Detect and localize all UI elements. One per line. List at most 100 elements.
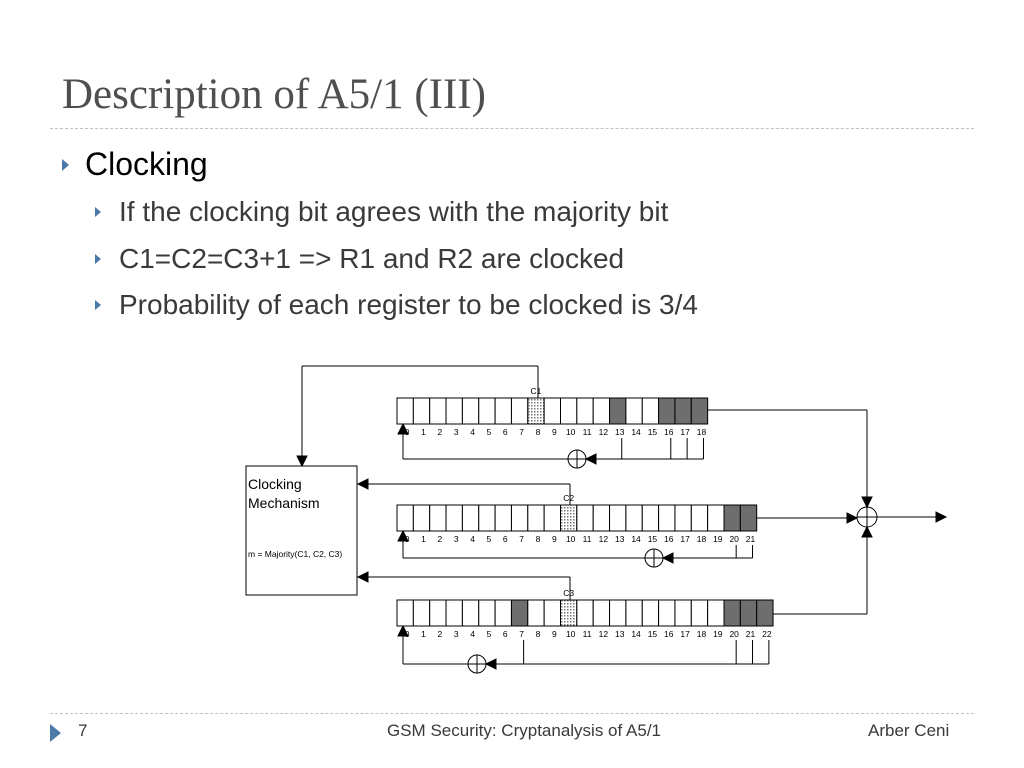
r1-feedback-arrow [397, 422, 409, 435]
mechanism-formula: m = Majority(C1, C2, C3) [248, 549, 342, 559]
r3-bit-index: 14 [631, 629, 641, 639]
r1-bit-index: 1 [421, 427, 426, 437]
r2-bit-index: 21 [746, 534, 756, 544]
r1-cell [527, 397, 545, 425]
sub-bullet-1-text: If the clocking bit agrees with the majo… [119, 196, 669, 227]
sub-bullet-2-text: C1=C2=C3+1 => R1 and R2 are clocked [119, 243, 625, 274]
sub-bullet-3-text: Probability of each register to be clock… [119, 289, 698, 320]
r2-bit-index: 6 [503, 534, 508, 544]
r1-cell [543, 397, 562, 425]
r1-cell [412, 397, 431, 425]
r3-cell [560, 599, 578, 627]
r1-bit-index: 6 [503, 427, 508, 437]
r1-bit-index: 10 [566, 427, 576, 437]
r3-bit-index: 5 [487, 629, 492, 639]
r3-cell [625, 599, 643, 627]
r3-feedback-arrow [397, 624, 409, 637]
r3-cell [478, 599, 496, 627]
r1-cell [576, 397, 594, 425]
r1-bit-index: 16 [664, 427, 674, 437]
r2-cell [494, 504, 512, 532]
r1-bit-index: 14 [631, 427, 641, 437]
r2-cell [690, 504, 709, 532]
r2-cell [445, 504, 463, 532]
r2-cell [429, 504, 447, 532]
mechanism-title-line1: Clocking [248, 476, 302, 492]
r1-cell [658, 397, 676, 425]
r2-cell [592, 504, 611, 532]
bullet-clocking: Clocking [62, 146, 208, 183]
r2-cell [674, 504, 692, 532]
r2-bit-index: 5 [487, 534, 492, 544]
r2-bit-index: 2 [438, 534, 443, 544]
r2-bit-index: 15 [648, 534, 658, 544]
sub-bullet-arrow-icon [95, 300, 101, 310]
r2-bit-index: 18 [697, 534, 707, 544]
r3-bit-index: 17 [680, 629, 690, 639]
r3-output-arrow [861, 525, 873, 538]
sub-bullet-arrow-icon [95, 254, 101, 264]
r3-bit-index: 2 [438, 629, 443, 639]
r2-cell [543, 504, 562, 532]
title-divider [50, 128, 974, 129]
footer-author: Arber Ceni [868, 721, 950, 740]
r2-bit-index: 13 [615, 534, 625, 544]
r2-bit-index: 14 [631, 534, 641, 544]
r2-bit-index: 20 [729, 534, 739, 544]
r3-bit-index: 18 [697, 629, 707, 639]
r3-cell [674, 599, 692, 627]
r3-bit-index: 21 [746, 629, 756, 639]
r1-cell [609, 397, 627, 425]
r2-cell [396, 504, 414, 532]
c3-control-arrow [356, 571, 369, 583]
r3-cell [707, 599, 725, 627]
r1-bit-index: 13 [615, 427, 625, 437]
r1-cell [641, 397, 660, 425]
r2-cell [576, 504, 594, 532]
r1-bit-index: 8 [536, 427, 541, 437]
r2-cell [412, 504, 431, 532]
footer-divider [50, 713, 974, 714]
keystream-output-arrow [935, 511, 948, 523]
r1-bit-index: 9 [552, 427, 557, 437]
r3-bit-index: 8 [536, 629, 541, 639]
r1-cell [510, 397, 529, 425]
r3-bit-index: 10 [566, 629, 576, 639]
r1-bit-index: 0 [405, 427, 410, 437]
r3-bit-index: 7 [519, 629, 524, 639]
r3-bit-index: 20 [729, 629, 739, 639]
r3-clock-label: C3 [563, 588, 574, 598]
clocking-mechanism-box [245, 465, 358, 596]
r1-bit-index: 7 [519, 427, 524, 437]
r3-cell [543, 599, 562, 627]
r1-cell [494, 397, 512, 425]
r3-cell [576, 599, 594, 627]
sub-bullet-3: Probability of each register to be clock… [95, 289, 698, 321]
r2-bit-index: 9 [552, 534, 557, 544]
r1-cell [445, 397, 463, 425]
r3-xor-input-arrow [484, 658, 497, 670]
r1-cell [560, 397, 578, 425]
bullet-arrow-icon [62, 158, 69, 171]
r2-bit-index: 16 [664, 534, 674, 544]
r3-cell [739, 599, 758, 627]
r1-cell [674, 397, 692, 425]
r3-cell [592, 599, 611, 627]
r1-bit-index: 4 [470, 427, 475, 437]
r2-cell [723, 504, 741, 532]
r2-feedback-arrow [397, 529, 409, 542]
r1-bit-index: 5 [487, 427, 492, 437]
r1-cell [429, 397, 447, 425]
r3-cell [396, 599, 414, 627]
r3-cell [494, 599, 512, 627]
r2-cell [658, 504, 676, 532]
page-number: 7 [78, 721, 88, 740]
r1-bit-index: 2 [438, 427, 443, 437]
r3-bit-index: 13 [615, 629, 625, 639]
r3-cell [723, 599, 741, 627]
r3-bit-index: 12 [599, 629, 609, 639]
r3-bit-index: 3 [454, 629, 459, 639]
r2-bit-index: 4 [470, 534, 475, 544]
r2-cell [510, 504, 529, 532]
